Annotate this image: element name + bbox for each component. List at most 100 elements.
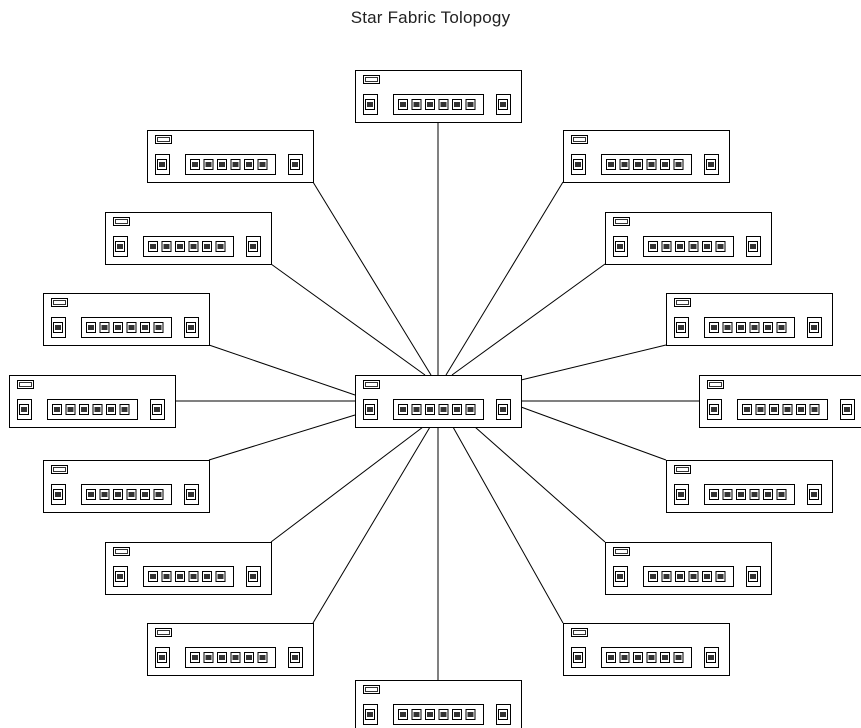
port-4 bbox=[749, 322, 760, 333]
uplink-port-right bbox=[842, 404, 852, 415]
uplink-port-left bbox=[676, 322, 686, 333]
port-6 bbox=[153, 322, 164, 333]
link-switch-lower-right-1 bbox=[452, 426, 564, 624]
port-5 bbox=[452, 99, 462, 110]
port-5 bbox=[702, 571, 712, 582]
link-switch-upper-left-2 bbox=[270, 263, 426, 376]
port-5 bbox=[660, 159, 670, 170]
uplink-port-right bbox=[498, 99, 508, 110]
uplink-port-right bbox=[498, 709, 508, 720]
port-1 bbox=[86, 322, 96, 333]
link-switch-upper-right-2 bbox=[451, 263, 606, 376]
port-5 bbox=[244, 159, 254, 170]
port-2 bbox=[661, 571, 672, 582]
port-1 bbox=[606, 159, 616, 170]
port-6 bbox=[673, 159, 684, 170]
port-5 bbox=[763, 322, 773, 333]
port-1 bbox=[86, 489, 96, 500]
port-6 bbox=[809, 404, 820, 415]
link-switch-lower-right-2 bbox=[474, 426, 606, 543]
status-indicator-icon bbox=[613, 217, 630, 226]
port-4 bbox=[782, 404, 793, 415]
port-5 bbox=[106, 404, 116, 415]
port-3 bbox=[113, 489, 123, 500]
port-6 bbox=[465, 99, 476, 110]
switch-lower-left-1 bbox=[147, 623, 314, 676]
port-2 bbox=[65, 404, 76, 415]
diagram-title: Star Fabric Tolopogy bbox=[350, 8, 511, 27]
port-5 bbox=[452, 404, 462, 415]
link-switch-lower-left-2 bbox=[270, 426, 424, 543]
uplink-port-right bbox=[152, 404, 162, 415]
uplink-port-left bbox=[157, 159, 167, 170]
uplink-port-left bbox=[615, 571, 625, 582]
port-3 bbox=[175, 571, 185, 582]
port-1 bbox=[398, 404, 408, 415]
status-indicator-icon bbox=[155, 628, 172, 637]
status-indicator-icon bbox=[674, 298, 691, 307]
switch-top bbox=[355, 70, 522, 123]
port-1 bbox=[606, 652, 616, 663]
port-3 bbox=[736, 322, 746, 333]
link-switch-upper-left-1 bbox=[312, 181, 432, 376]
port-1 bbox=[648, 241, 658, 252]
port-1 bbox=[190, 159, 200, 170]
port-6 bbox=[715, 571, 726, 582]
link-switch-lower-right-3 bbox=[520, 406, 667, 461]
port-5 bbox=[702, 241, 712, 252]
port-6 bbox=[257, 652, 268, 663]
switch-upper-right-1 bbox=[563, 130, 730, 183]
central-switch bbox=[355, 375, 522, 428]
port-2 bbox=[411, 404, 422, 415]
uplink-port-left bbox=[365, 99, 375, 110]
status-indicator-icon bbox=[17, 380, 34, 389]
status-indicator-icon bbox=[155, 135, 172, 144]
port-3 bbox=[675, 241, 685, 252]
status-indicator-icon bbox=[674, 465, 691, 474]
switch-upper-left-1 bbox=[147, 130, 314, 183]
status-indicator-icon bbox=[571, 135, 588, 144]
switch-upper-left-3 bbox=[43, 293, 210, 346]
port-2 bbox=[203, 159, 214, 170]
port-3 bbox=[217, 159, 227, 170]
switch-lower-left-2 bbox=[105, 542, 272, 595]
port-2 bbox=[619, 652, 630, 663]
port-3 bbox=[425, 404, 435, 415]
port-2 bbox=[411, 709, 422, 720]
link-switch-lower-left-3 bbox=[208, 414, 356, 461]
port-5 bbox=[140, 489, 150, 500]
port-1 bbox=[398, 99, 408, 110]
port-1 bbox=[709, 489, 719, 500]
port-1 bbox=[52, 404, 62, 415]
status-indicator-icon bbox=[51, 298, 68, 307]
uplink-port-left bbox=[365, 709, 375, 720]
port-2 bbox=[722, 322, 733, 333]
port-5 bbox=[660, 652, 670, 663]
port-4 bbox=[438, 99, 449, 110]
port-1 bbox=[190, 652, 200, 663]
port-4 bbox=[126, 489, 137, 500]
port-6 bbox=[153, 489, 164, 500]
switch-left bbox=[9, 375, 176, 428]
switch-bottom bbox=[355, 680, 522, 728]
port-2 bbox=[161, 571, 172, 582]
switches-layer bbox=[9, 70, 861, 728]
port-4 bbox=[688, 241, 699, 252]
uplink-port-right bbox=[706, 652, 716, 663]
uplink-port-left bbox=[115, 571, 125, 582]
port-3 bbox=[79, 404, 89, 415]
port-4 bbox=[92, 404, 103, 415]
port-6 bbox=[776, 489, 787, 500]
port-3 bbox=[175, 241, 185, 252]
switch-lower-right-1 bbox=[563, 623, 730, 676]
port-3 bbox=[633, 159, 643, 170]
uplink-port-right bbox=[290, 159, 300, 170]
port-1 bbox=[709, 322, 719, 333]
status-indicator-icon bbox=[363, 75, 380, 84]
switch-upper-right-3 bbox=[666, 293, 833, 346]
uplink-port-left bbox=[615, 241, 625, 252]
port-4 bbox=[646, 159, 657, 170]
port-4 bbox=[438, 709, 449, 720]
port-2 bbox=[161, 241, 172, 252]
